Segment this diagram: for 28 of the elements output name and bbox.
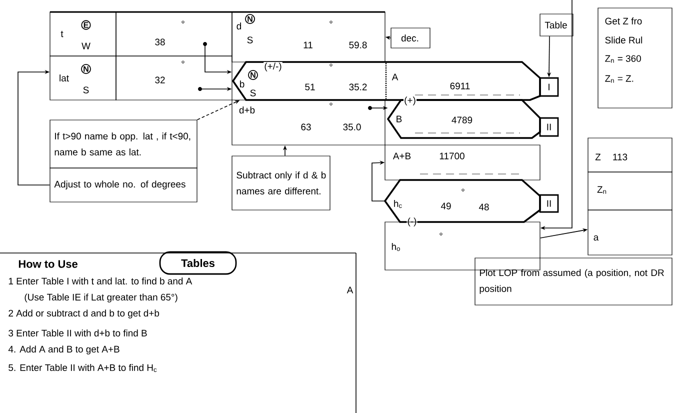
value-cell: Z 113 xyxy=(588,138,672,172)
instruction-step: 1 Enter Table I with t and lat. to find b and A xyxy=(8,278,192,284)
instruction-step: (Use Table IE if Lat greater than 65°) xyxy=(24,294,178,302)
note-box: Get Z fro Slide Rul Z$_{n}$ = 360 Z$_{n}$ = Z. xyxy=(598,8,672,108)
note-box: If t>90 name b opp. lat , if t<90, name b same as lat. xyxy=(50,120,198,168)
value-cell: 32 ° xyxy=(116,56,232,100)
arrow xyxy=(372,160,386,202)
note-box: Subtract only if d & b names are different. xyxy=(232,156,330,210)
instruction-step: 2 Add or subtract d and b to get d+b xyxy=(8,310,160,318)
instruction-step: 4. Add A and B to get A+B xyxy=(8,346,120,354)
note-box: dec. xyxy=(390,28,430,48)
value-cell: A+B 11700 xyxy=(384,144,540,180)
value-cell: a xyxy=(588,210,672,256)
letter-label: A xyxy=(346,286,354,294)
heading: How to Use xyxy=(18,260,78,268)
oval-label: Tables xyxy=(159,251,237,275)
table-number-box: I xyxy=(539,77,559,97)
value-cell: 38 ° xyxy=(116,12,232,56)
table-number-box: II xyxy=(539,117,559,137)
note-box: Adjust to whole no. of degrees xyxy=(50,168,198,202)
table-number-box: II xyxy=(539,194,559,213)
value-cell: Z$_{n}$ xyxy=(588,172,672,210)
arrow xyxy=(18,70,50,186)
value-cell: d+b ° 63 35.0 xyxy=(232,100,386,146)
instruction-step: 5. Enter Table II with A+B to find H$_{c}$ xyxy=(8,364,157,372)
instruction-step: 3 Enter Table II with d+b to find B xyxy=(8,330,147,336)
note-box: Plot LOP from assumed (a position, not DR position xyxy=(474,258,672,306)
note-box: Table xyxy=(540,14,574,36)
